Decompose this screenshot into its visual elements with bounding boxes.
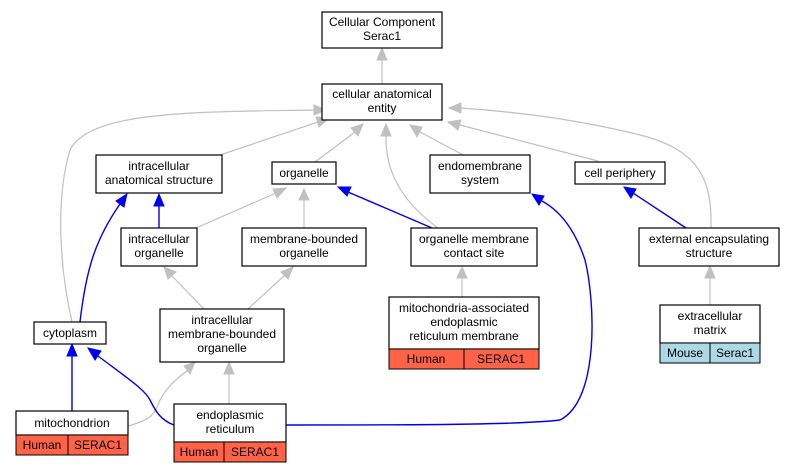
- node-label-line: cell periphery: [584, 166, 655, 180]
- node-label-line: mitochondria-associated: [399, 301, 529, 315]
- node-label-line: organelle: [279, 246, 329, 260]
- node-label-line: entity: [368, 101, 397, 115]
- node-label-line: organelle: [197, 341, 247, 355]
- edge-mam-to-omcs: [456, 265, 468, 297]
- node-label-line: endoplasmic: [196, 408, 263, 422]
- edge-cytoplasm-to-ias-blue: [79, 192, 128, 323]
- node-label-line: Cellular Component: [329, 15, 436, 29]
- node-label-line: cellular anatomical: [332, 87, 431, 101]
- node-label-line: organelle membrane: [419, 232, 529, 246]
- node-intracellular-anatomical-structure[interactable]: intracellular anatomical structure: [95, 154, 223, 194]
- node-cellular-component-serac1[interactable]: Cellular Component Serac1: [321, 11, 443, 49]
- edge-extencap-to-cellperiphery-blue: [622, 186, 687, 229]
- node-label-line: Serac1: [363, 29, 401, 43]
- node-cell-periphery[interactable]: cell periphery: [574, 161, 666, 185]
- node-endoplasmic-reticulum[interactable]: endoplasmic reticulum: [173, 403, 287, 443]
- edge-ias-to-cae: [219, 116, 331, 156]
- edge-omcs-to-cae: [380, 122, 439, 229]
- annotation-species: Human: [407, 352, 446, 366]
- node-extracellular-matrix[interactable]: extracellular matrix: [659, 304, 761, 344]
- edge-intramb-to-intraorg: [163, 266, 205, 310]
- node-label-line: extracellular: [678, 309, 743, 323]
- node-endomembrane-system[interactable]: endomembrane system: [429, 154, 531, 194]
- annotation-species: Human: [180, 445, 219, 459]
- edge-extencap-to-cae: [447, 102, 712, 229]
- node-organelle-membrane-contact-site[interactable]: organelle membrane contact site: [410, 227, 538, 267]
- annotation-mitochondrion: Human SERAC1: [15, 434, 129, 456]
- node-label-line: organelle: [134, 246, 184, 260]
- annotation-species: Human: [23, 438, 62, 452]
- edge-cellperiphery-to-cae: [446, 119, 599, 162]
- node-external-encapsulating-structure[interactable]: external encapsulating structure: [638, 227, 780, 267]
- edge-intramb-to-membbound: [247, 266, 294, 310]
- edge-cytoplasm-to-cae: [60, 104, 328, 323]
- node-cellular-anatomical-entity[interactable]: cellular anatomical entity: [321, 83, 443, 121]
- node-label-line: matrix: [694, 323, 727, 337]
- annotation-gene: Serac1: [716, 346, 754, 360]
- edge-organelle-to-cae: [314, 123, 364, 163]
- node-label-line: endomembrane: [438, 159, 522, 173]
- edge-er-to-cytoplasm-blue: [86, 347, 175, 426]
- node-label-line: intracellular: [191, 313, 252, 327]
- node-intracellular-membrane-bounded-organelle[interactable]: intracellular membrane-bounded organelle: [159, 308, 285, 363]
- node-label-line: anatomical structure: [105, 173, 213, 187]
- node-mitochondrion[interactable]: mitochondrion: [15, 410, 129, 436]
- edge-ecm-to-extencap: [704, 264, 716, 305]
- edge-cae-to-root: [376, 46, 388, 84]
- node-mitochondria-associated-er-membrane[interactable]: mitochondria-associated endoplasmic reti…: [388, 296, 540, 350]
- edge-er-to-intramb: [223, 360, 235, 404]
- node-label-line: intracellular: [128, 232, 189, 246]
- edge-omcs-to-organelle-blue: [336, 186, 433, 229]
- edge-er-to-endomembrane-blue: [285, 193, 593, 426]
- node-label-line: structure: [686, 246, 733, 260]
- node-label-line: cytoplasm: [43, 326, 97, 340]
- annotation-gene: SERAC1: [74, 438, 122, 452]
- annotation-gene: SERAC1: [231, 445, 279, 459]
- edge-intraorg-to-organelle: [195, 187, 288, 229]
- node-label-line: organelle: [279, 166, 329, 180]
- node-label-line: reticulum: [206, 422, 255, 436]
- node-label-line: intracellular: [128, 159, 189, 173]
- node-label-line: membrane-bounded: [168, 327, 276, 341]
- edge-endomembrane-to-cae: [409, 124, 466, 157]
- edge-membbound-to-organelle: [298, 187, 310, 228]
- annotation-gene: SERAC1: [477, 352, 525, 366]
- node-label-line: mitochondrion: [34, 416, 109, 430]
- node-membrane-bounded-organelle[interactable]: membrane-bounded organelle: [241, 227, 367, 267]
- annotation-mam: Human SERAC1: [388, 348, 540, 370]
- node-cytoplasm[interactable]: cytoplasm: [33, 321, 107, 345]
- node-intracellular-organelle[interactable]: intracellular organelle: [120, 227, 198, 267]
- edge-mito-to-cytoplasm-blue: [66, 342, 78, 411]
- annotation-species: Mouse: [667, 346, 703, 360]
- node-label-line: contact site: [444, 246, 505, 260]
- annotation-ecm: Mouse Serac1: [659, 342, 761, 364]
- node-label-line: system: [461, 173, 499, 187]
- node-label-line: endoplasmic: [430, 315, 497, 329]
- node-organelle[interactable]: organelle: [271, 161, 337, 185]
- edge-intraorg-to-ias-blue: [153, 192, 165, 228]
- node-label-line: external encapsulating: [649, 232, 769, 246]
- node-label-line: membrane-bounded: [250, 232, 358, 246]
- edge-mito-to-intramb: [127, 361, 196, 427]
- node-label-line: reticulum membrane: [409, 329, 519, 343]
- annotation-er: Human SERAC1: [173, 441, 287, 463]
